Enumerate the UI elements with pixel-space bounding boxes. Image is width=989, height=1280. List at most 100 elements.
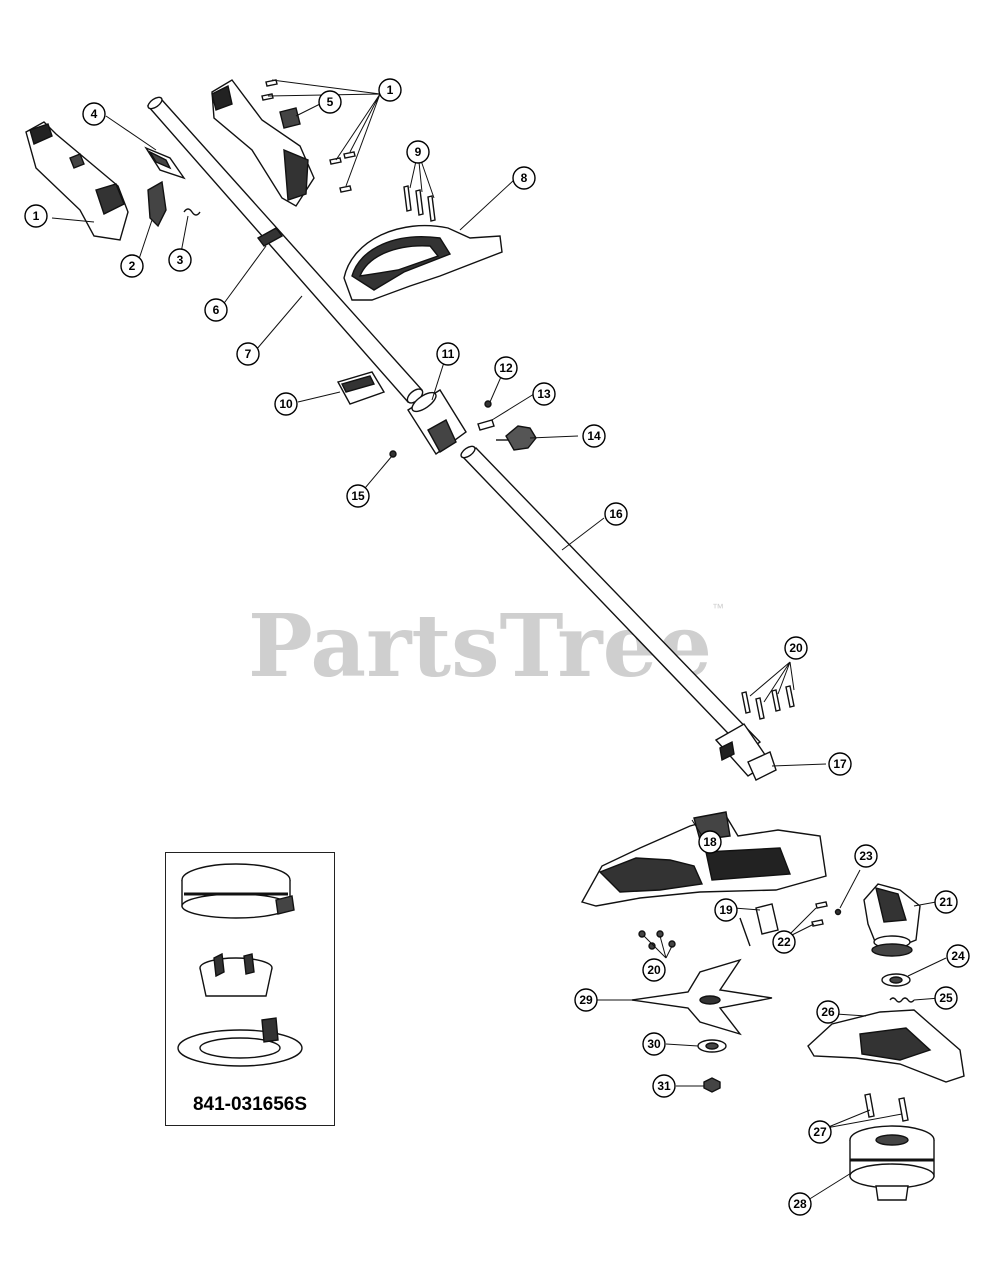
callout-number: 21 (939, 895, 953, 909)
callout-number: 10 (279, 397, 293, 411)
callout-number: 9 (415, 145, 422, 159)
callout-12-nut: 12 (494, 356, 518, 380)
callout-25-spring: 25 (934, 986, 958, 1010)
callout-circle (204, 298, 228, 322)
callout-8-auxiliary-handle: 8 (512, 166, 536, 190)
spring-25-drawing (889, 997, 915, 1003)
callout-number: 14 (587, 429, 601, 443)
callout-number: 13 (537, 387, 551, 401)
motor-housing-drawing (863, 883, 921, 957)
callout-number: 22 (777, 935, 791, 949)
callout-circle (168, 248, 192, 272)
callout-circle (946, 944, 970, 968)
callout-circle (436, 342, 460, 366)
callout-30-blade-washer: 30 (642, 1032, 666, 1056)
coupler-drawing (407, 389, 467, 456)
callout-number: 18 (703, 835, 717, 849)
kit-part-number: 841-031656S (192, 1094, 308, 1115)
callout-15-nut: 15 (346, 484, 370, 508)
callout-number: 12 (499, 361, 513, 375)
callout-number: 5 (327, 95, 334, 109)
callout-number: 29 (579, 993, 593, 1007)
callout-circle (604, 502, 628, 526)
callout-circle (934, 986, 958, 1010)
callout-number: 1 (33, 209, 40, 223)
kit-spool-cover-drawing (181, 863, 295, 919)
callout-7-upper-shaft: 7 (236, 342, 260, 366)
callout-20-screws-lower: 20 (642, 958, 666, 982)
callout-28-trimmer-head: 28 (788, 1192, 812, 1216)
callout-circle (642, 958, 666, 982)
watermark-brand: PartsTree (248, 596, 712, 697)
screw-cluster-20-lower (638, 930, 676, 950)
callout-number: 4 (91, 107, 98, 121)
switch-drawing (144, 146, 186, 180)
callout-circle (698, 830, 722, 854)
callout-11-coupler: 11 (436, 342, 460, 366)
callout-29-blade: 29 (574, 988, 598, 1012)
bolt-drawing (477, 419, 495, 431)
callout-10-connector-block: 10 (274, 392, 298, 416)
kit-spool-base-drawing (177, 1017, 303, 1067)
nut-15-drawing (389, 450, 397, 458)
callout-14-knob: 14 (582, 424, 606, 448)
callout-number: 16 (609, 507, 623, 521)
callout-circle (24, 204, 48, 228)
callout-circle (828, 752, 852, 776)
callout-1-left-handle-half: 1 (24, 204, 48, 228)
washer-23-drawing (834, 908, 842, 916)
callout-5-lock-button: 5 (318, 90, 342, 114)
callout-number: 17 (833, 757, 847, 771)
callout-number: 25 (939, 991, 953, 1005)
screw-cluster-9 (403, 185, 436, 222)
callout-18-deflector-housing: 18 (698, 830, 722, 854)
callout-number: 20 (789, 641, 803, 655)
blade-nut-drawing (703, 1077, 721, 1093)
callout-number: 30 (647, 1037, 661, 1051)
kit-spool-drawing (199, 952, 273, 997)
callout-circle (714, 898, 738, 922)
callout-circle (274, 392, 298, 416)
callout-circle (512, 166, 536, 190)
callout-circle (82, 102, 106, 126)
callout-number: 3 (177, 253, 184, 267)
callout-circle (378, 78, 402, 102)
callout-number: 7 (245, 347, 252, 361)
callout-circle (784, 636, 808, 660)
upper-shaft-drawing (146, 96, 424, 404)
callout-number: 23 (859, 849, 873, 863)
connector-block-drawing (336, 371, 386, 405)
callout-17-shaft-end: 17 (828, 752, 852, 776)
callout-4-switch: 4 (82, 102, 106, 126)
deflector-housing-drawing (580, 811, 827, 907)
callout-22-screws: 22 (772, 930, 796, 954)
spring-drawing (183, 208, 201, 216)
callout-number: 6 (213, 303, 220, 317)
callout-number: 26 (821, 1005, 835, 1019)
callout-number: 27 (813, 1125, 827, 1139)
watermark-trademark: ™ (712, 601, 724, 615)
callout-6-tube-clamp: 6 (204, 298, 228, 322)
screw-cluster-1 (261, 79, 356, 193)
guard-drawing (807, 1009, 965, 1083)
callout-circle (816, 1000, 840, 1024)
trimmer-head-drawing (849, 1125, 935, 1201)
callout-16-lower-shaft: 16 (604, 502, 628, 526)
nut-12-drawing (484, 400, 492, 408)
lock-button-drawing (279, 107, 301, 129)
callout-number: 15 (351, 489, 365, 503)
blade-washer-drawing (697, 1039, 727, 1053)
callout-19-line-cutter-blade: 19 (714, 898, 738, 922)
callout-20-screws-upper: 20 (784, 636, 808, 660)
callout-26-guard: 26 (816, 1000, 840, 1024)
callout-circle (346, 484, 370, 508)
callout-circle (406, 140, 430, 164)
callout-23-washer: 23 (854, 844, 878, 868)
callout-number: 2 (129, 259, 136, 273)
callout-3-trigger-spring: 3 (168, 248, 192, 272)
callout-13-bolt: 13 (532, 382, 556, 406)
callout-1-upper-handle-screws: 1 (378, 78, 402, 102)
callout-circle (236, 342, 260, 366)
screw-cluster-22 (811, 901, 828, 927)
